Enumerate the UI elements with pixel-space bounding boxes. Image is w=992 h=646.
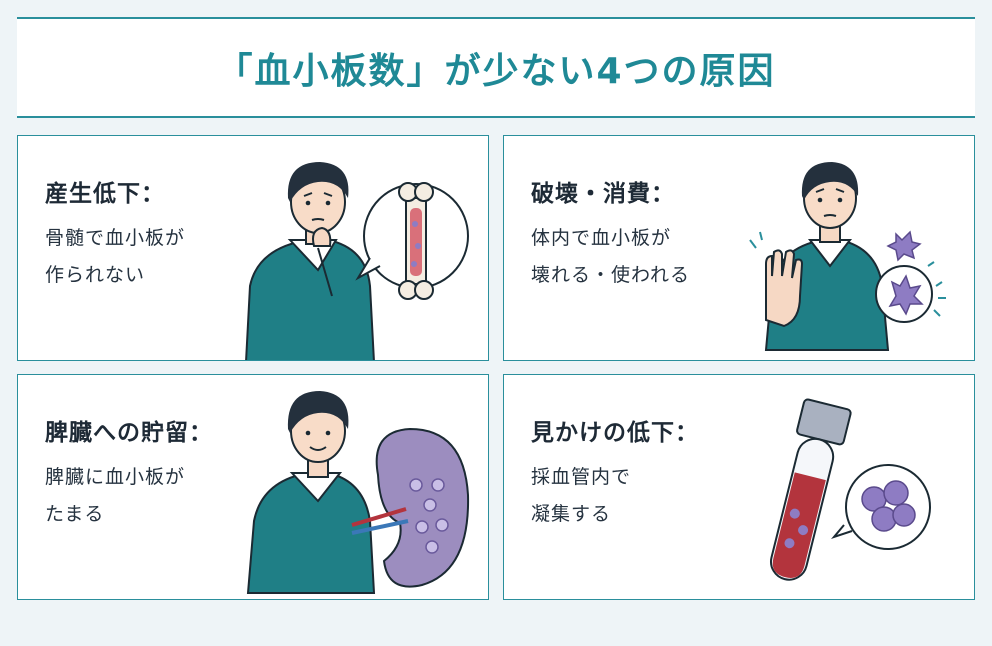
card-production-decrease: 産生低下： 骨髄で血小板が 作られない <box>17 135 489 361</box>
card-spleen-sequestration: 脾臓への貯留： 脾臓に血小板が たまる <box>17 374 489 600</box>
title-banner: 「血小板数」が少ない4つの原因 <box>17 17 975 118</box>
card-destruction-consumption: 破壊・消費： 体内で血小板が 壊れる・使われる <box>503 135 975 361</box>
bone-marrow-icon <box>398 182 434 300</box>
card-heading: 破壊・消費： <box>531 181 675 207</box>
card-desc-line: 骨髄で血小板が <box>45 227 186 249</box>
stop-hand-man-icon <box>749 162 946 351</box>
card-description: 骨髄で血小板が 作られない <box>45 220 185 294</box>
thinking-man-icon <box>245 162 469 360</box>
platelet-icon <box>875 230 946 323</box>
card-desc-line: たまる <box>45 503 105 525</box>
card-heading: 産生低下： <box>45 181 165 207</box>
card-desc-line: 壊れる・使われる <box>531 264 691 286</box>
card-desc-line: 作られない <box>45 264 146 286</box>
card-desc-line: 採血管内で <box>531 466 632 488</box>
card-description: 脾臓に血小板が たまる <box>45 459 185 533</box>
card-desc-line: 体内で血小板が <box>531 227 672 249</box>
page-title: 「血小板数」が少ない4つの原因 <box>216 50 776 92</box>
clumped-platelets-icon <box>830 464 931 550</box>
card-pseudo-decrease: 見かけの低下： 採血管内で 凝集する <box>503 374 975 600</box>
card-description: 体内で血小板が 壊れる・使われる <box>531 220 690 294</box>
card-heading: 脾臓への貯留： <box>45 420 213 446</box>
card-heading: 見かけの低下： <box>531 420 699 446</box>
card-desc-line: 凝集する <box>531 503 612 525</box>
blood-tube-icon <box>770 398 931 581</box>
card-description: 採血管内で 凝集する <box>531 459 631 533</box>
spleen-icon <box>351 427 470 588</box>
smiling-man-icon <box>246 391 470 594</box>
card-desc-line: 脾臓に血小板が <box>45 466 186 488</box>
